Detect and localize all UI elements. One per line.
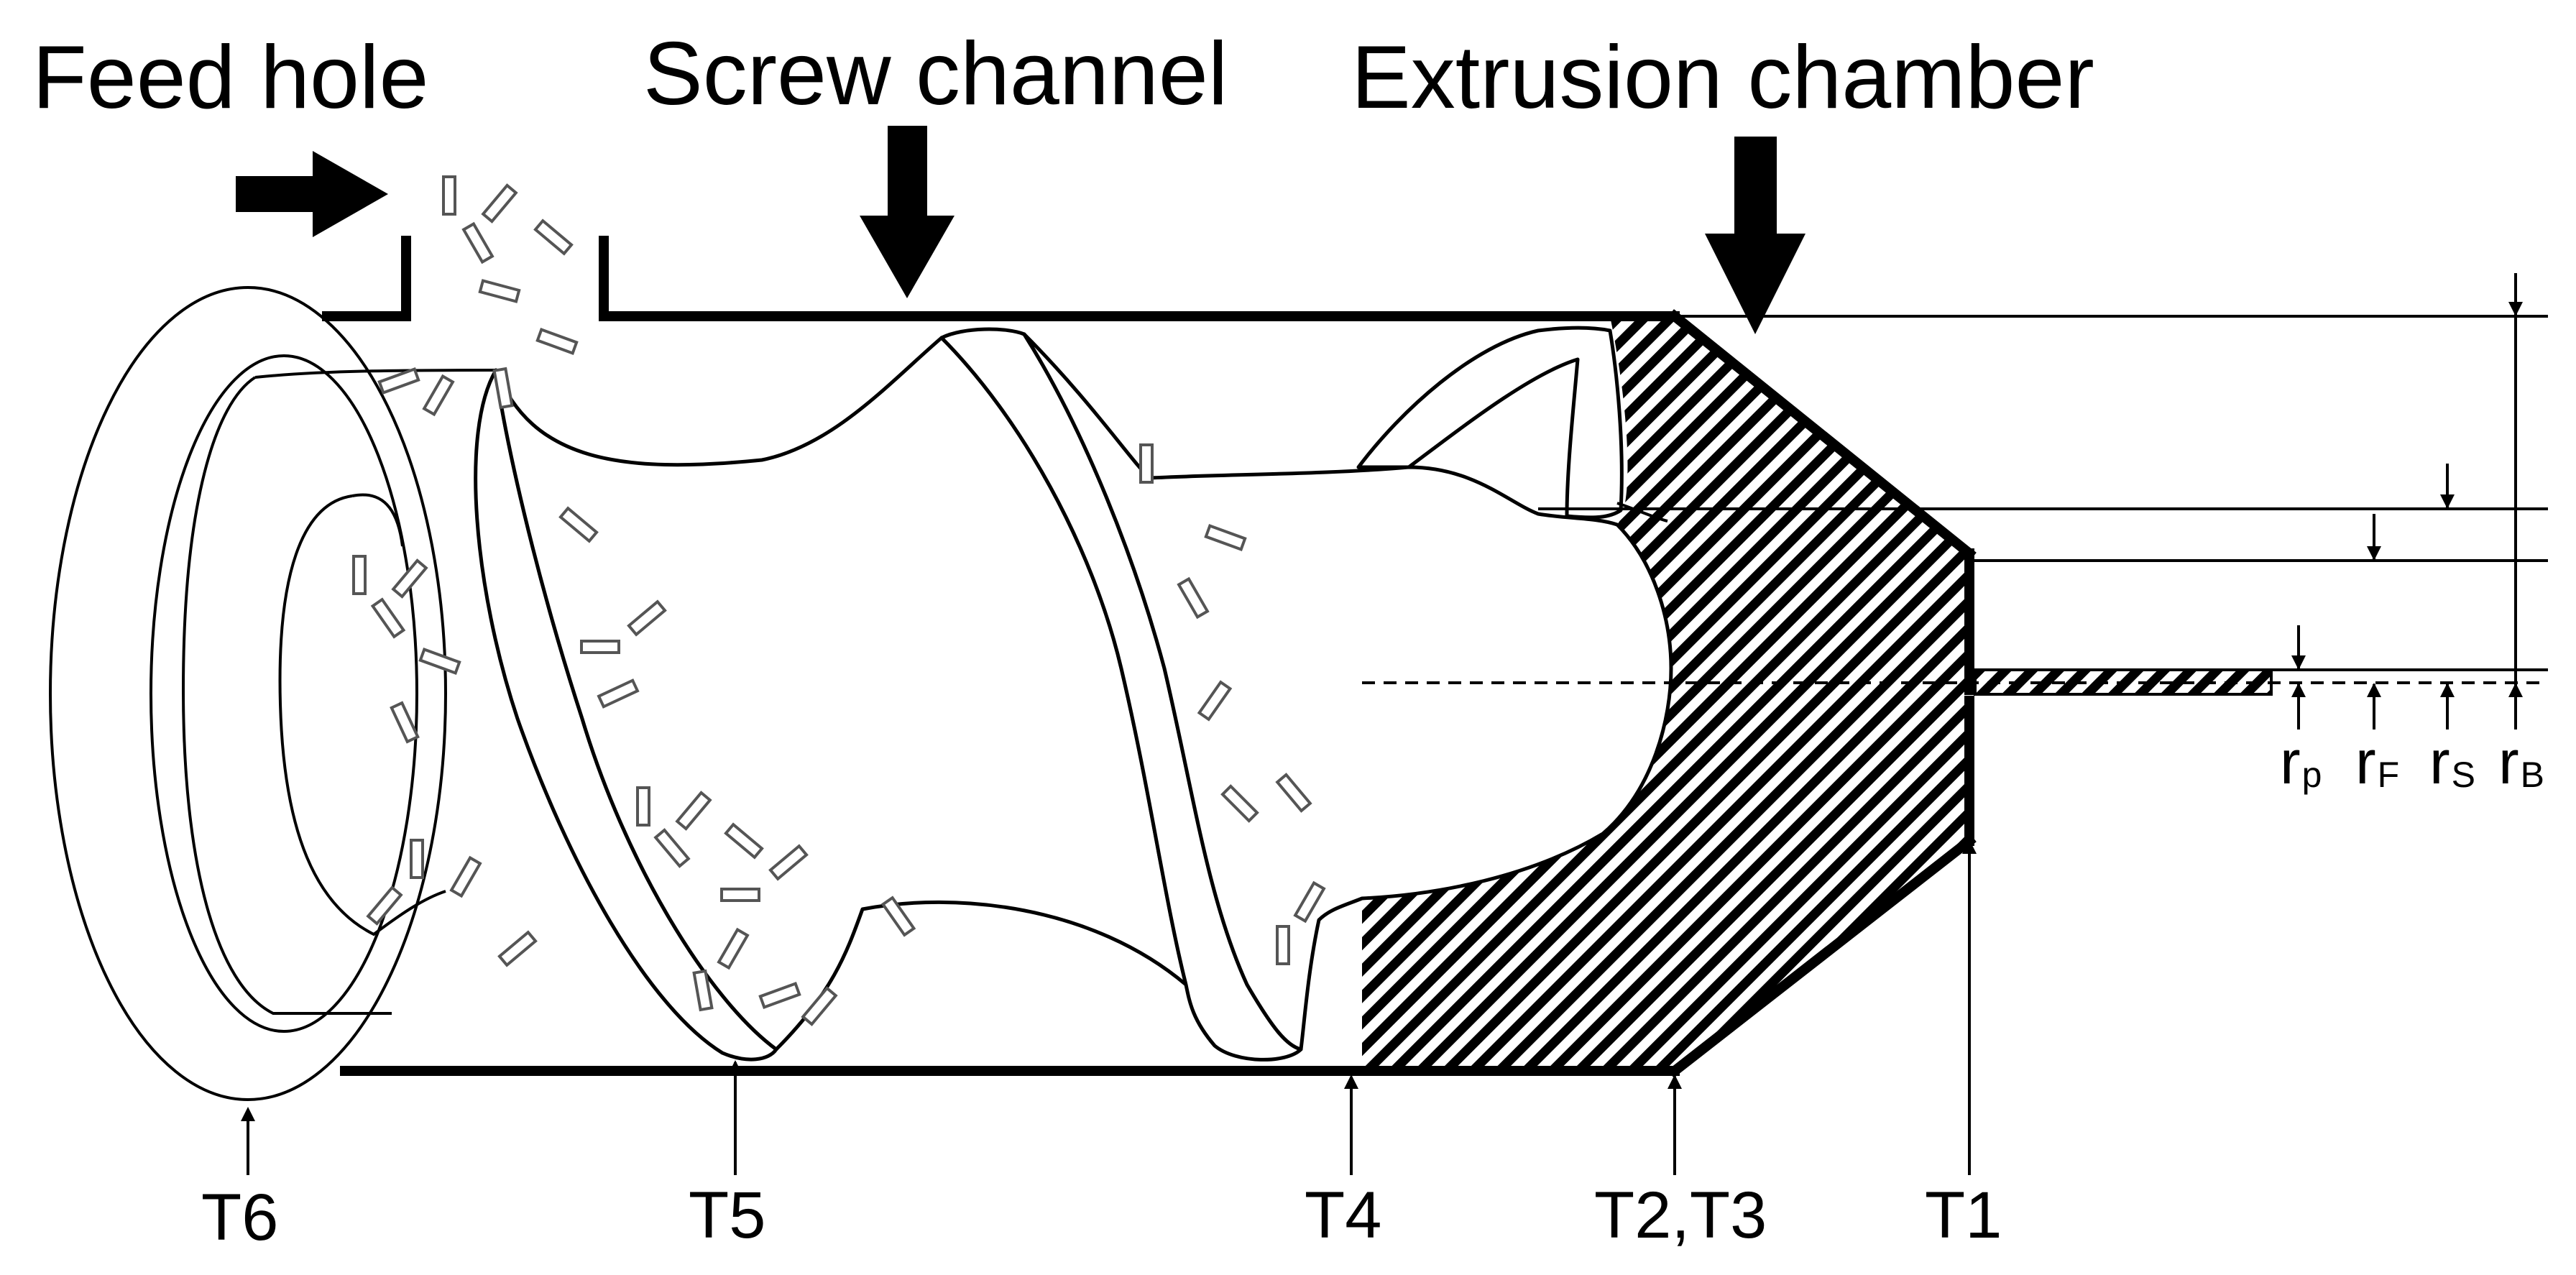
- rf-label: rF: [2355, 728, 2399, 797]
- t4-probe: [1344, 1074, 1358, 1175]
- feed-arrow-icon: [236, 151, 388, 237]
- feed-particle: [449, 855, 482, 898]
- feed-particle: [724, 822, 764, 860]
- feed-particle: [418, 648, 461, 675]
- screw-channel-arrow-icon: [860, 126, 954, 298]
- t5-probe: [728, 1060, 742, 1175]
- die-top-taper: [1668, 309, 1977, 561]
- feed-particles: [352, 175, 1326, 1026]
- feed-particle: [1204, 524, 1247, 551]
- screw-shaft-top: [254, 369, 497, 379]
- temperature-probes: [241, 839, 1977, 1175]
- feed-particle: [410, 839, 424, 879]
- feed-particle: [692, 969, 714, 1012]
- feed-particle: [720, 888, 760, 902]
- feed-particle: [627, 599, 667, 637]
- feed-particle: [391, 558, 428, 599]
- feed-particle: [478, 279, 521, 303]
- screw-shaft-end: [181, 376, 392, 1015]
- feed-particle: [1220, 784, 1259, 823]
- feed-particle: [558, 506, 599, 543]
- rb-label: rB: [2498, 728, 2544, 797]
- feed-particle: [758, 982, 801, 1009]
- die-bottom-taper: [1668, 834, 1977, 1078]
- feed-particle: [442, 175, 456, 216]
- feed-particle: [377, 367, 420, 395]
- feed-particle: [461, 221, 494, 264]
- feed-particle: [1197, 680, 1233, 722]
- feed-particle: [352, 555, 367, 595]
- feed-particle: [481, 183, 518, 224]
- feed-particle: [1293, 880, 1326, 924]
- screw-tip-edge: [1616, 502, 1668, 523]
- rf-dimension: [2367, 514, 2381, 729]
- extrusion-chamber-arrow-icon: [1705, 137, 1806, 334]
- t6-probe: [241, 1107, 255, 1175]
- feed-particle: [717, 927, 750, 970]
- feed-particle: [422, 374, 455, 417]
- feed-particle: [675, 791, 712, 831]
- extrusion-chamber-heading: Extrusion chamber: [1351, 28, 2094, 127]
- feed-particle: [801, 986, 838, 1026]
- feed-particle: [653, 828, 691, 868]
- t2-t3-label: T2,T3: [1594, 1179, 1767, 1252]
- t2-t3-probe: [1668, 1074, 1682, 1175]
- screw: [474, 326, 1673, 1062]
- screw-tip-flight: [1356, 326, 1624, 520]
- feed-particle: [533, 218, 574, 256]
- rb-dimension: [2508, 273, 2523, 729]
- radius-reference-lines: [1362, 315, 2548, 684]
- feed-particle: [390, 701, 420, 744]
- t4-label: T4: [1305, 1179, 1381, 1252]
- screw-hub-top: [351, 493, 404, 547]
- t1-label: T1: [1925, 1179, 2002, 1252]
- feed-particle: [1177, 576, 1210, 620]
- flange-outer-ring: [49, 286, 447, 1101]
- radius-dimensions: [2291, 273, 2523, 729]
- t5-label: T5: [689, 1179, 765, 1252]
- feed-particle: [768, 844, 809, 881]
- feed-particle: [366, 885, 403, 926]
- flange-inner-ring: [150, 354, 418, 1033]
- screw-hub-face: [278, 494, 446, 936]
- t6-label: T6: [201, 1181, 278, 1254]
- feed-particle: [1276, 925, 1290, 965]
- rs-dimension: [2440, 464, 2455, 729]
- t1-probe: [1962, 839, 1977, 1175]
- feed-particle: [580, 640, 620, 654]
- feed-particle: [880, 896, 916, 937]
- end-flange: [49, 286, 497, 1101]
- feed-particle: [636, 786, 650, 827]
- barrel-top-wall: [599, 236, 1680, 321]
- screw-channel-heading: Screw channel: [643, 24, 1228, 124]
- feed-hole-heading: Feed hole: [32, 28, 429, 127]
- rs-label: rS: [2429, 728, 2475, 797]
- feed-particle: [492, 367, 514, 410]
- rp-label: rp: [2280, 728, 2322, 797]
- feed-particle: [597, 678, 640, 709]
- feed-particle: [1275, 773, 1312, 813]
- rp-dimension: [2291, 625, 2306, 729]
- feed-particle: [497, 930, 538, 967]
- feed-particle: [370, 597, 406, 639]
- barrel-top-wall-left: [322, 236, 411, 321]
- feed-particle: [1139, 443, 1154, 484]
- screw-root-2: [1022, 332, 1673, 1051]
- feed-particle: [535, 328, 579, 355]
